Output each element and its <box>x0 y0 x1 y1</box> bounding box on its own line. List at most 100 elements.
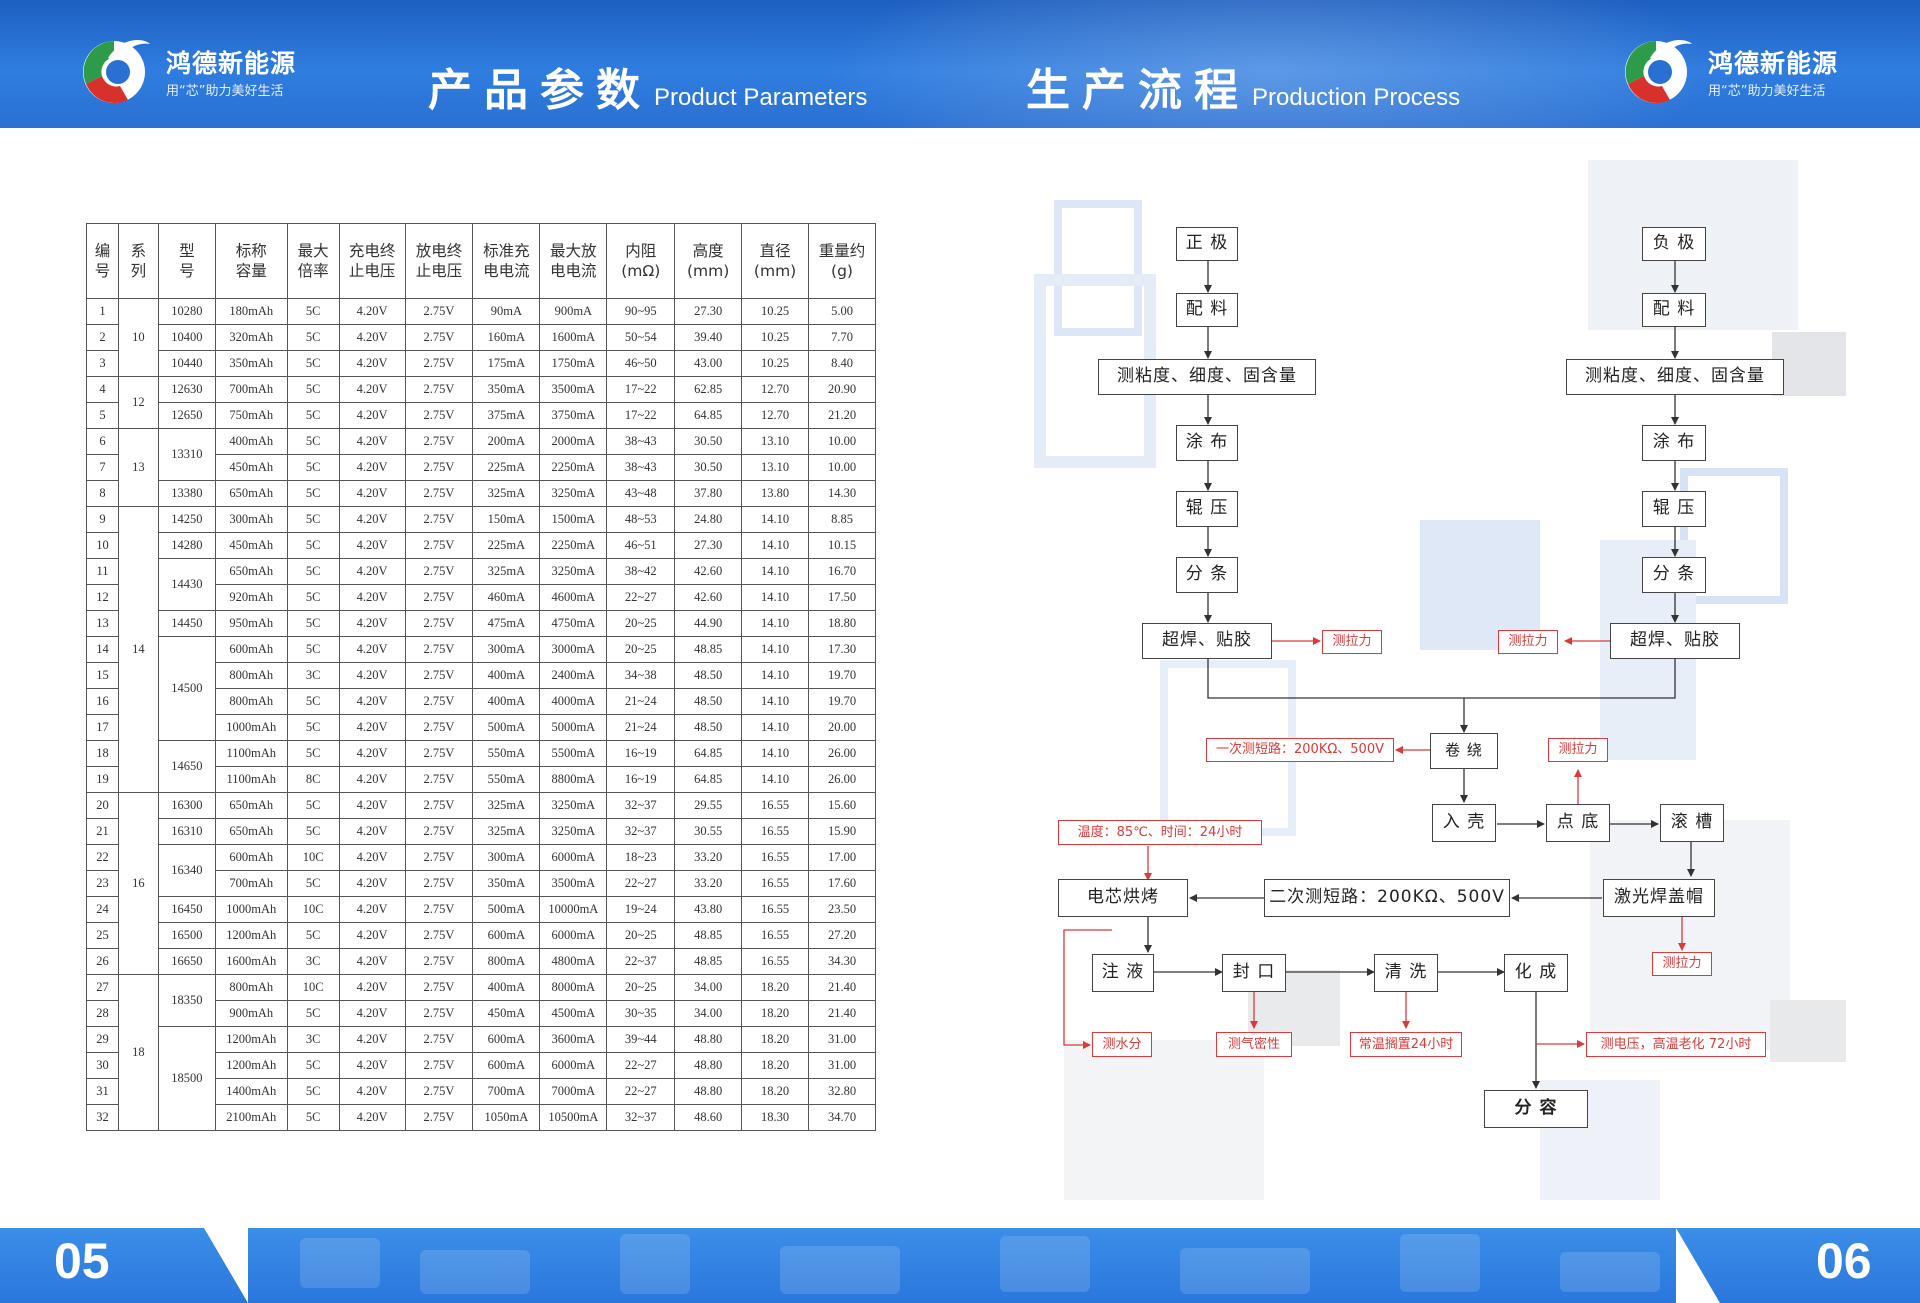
table-cell: 29 <box>86 1026 119 1053</box>
table-cell: 2.75V <box>404 662 474 689</box>
table-cell: 62.85 <box>674 376 743 403</box>
table-cell: 15.60 <box>808 792 876 819</box>
world-map-decoration <box>820 0 1720 128</box>
note-baking-condition: 温度：85℃、时间：24小时 <box>1058 820 1262 845</box>
table-cell: 8000mA <box>539 974 608 1001</box>
table-cell: 14 <box>117 506 159 793</box>
table-cell: 3750mA <box>539 402 608 429</box>
table-cell: 39.40 <box>674 324 743 351</box>
table-cell: 18 <box>86 740 119 767</box>
header-line: 列 <box>130 262 147 280</box>
table-cell: 5C <box>286 558 340 585</box>
table-cell: 325mA <box>472 792 541 819</box>
table-cell: 48.85 <box>674 636 743 663</box>
table-cell: 2.75V <box>404 1000 474 1027</box>
table-cell: 48.80 <box>674 1052 743 1079</box>
table-cell: 13 <box>117 428 159 507</box>
table-cell: 17~22 <box>606 376 676 403</box>
table-cell: 2250mA <box>539 532 608 559</box>
table-cell: 38~43 <box>606 454 676 481</box>
table-cell: 460mA <box>472 584 541 611</box>
table-cell: 5C <box>286 1052 340 1079</box>
table-cell: 20~25 <box>606 610 676 637</box>
table-cell: 325mA <box>472 480 541 507</box>
table-cell: 10.00 <box>808 454 876 481</box>
table-cell: 14.10 <box>741 714 810 741</box>
table-cell: 400mAh <box>214 428 288 455</box>
table-cell: 500mA <box>472 714 541 741</box>
table-cell: 20 <box>86 792 119 819</box>
table-cell: 8 <box>86 480 119 507</box>
table-cell: 7 <box>86 454 119 481</box>
table-cell: 1200mAh <box>214 1052 288 1079</box>
table-cell: 28 <box>86 1000 119 1027</box>
table-cell: 300mA <box>472 844 541 871</box>
table-cell: 26.00 <box>808 740 876 767</box>
header-banner: 鸿德新能源 用“芯”助力美好生活 产品参数Product Parameters … <box>0 0 1920 128</box>
table-cell: 23 <box>86 870 119 897</box>
table-cell: 450mA <box>472 1000 541 1027</box>
table-cell: 46~51 <box>606 532 676 559</box>
table-cell: 19.70 <box>808 662 876 689</box>
table-cell: 2.75V <box>404 532 474 559</box>
table-cell: 3250mA <box>539 558 608 585</box>
table-cell: 1200mAh <box>214 1026 288 1053</box>
table-cell: 10000mA <box>539 896 608 923</box>
table-cell: 5500mA <box>539 740 608 767</box>
table-cell: 30.50 <box>674 428 743 455</box>
header-cell: 系列 <box>117 223 159 299</box>
box-casing: 入 壳 <box>1432 804 1496 842</box>
table-cell: 22 <box>86 844 119 871</box>
table-cell: 14.10 <box>741 506 810 533</box>
note-first-short-test: 一次测短路：200KΩ、500V <box>1206 738 1394 762</box>
table-cell: 43.80 <box>674 896 743 923</box>
footer-banner <box>0 1228 1920 1303</box>
table-cell: 10.00 <box>808 428 876 455</box>
header-line: 最大放 <box>550 242 597 260</box>
table-cell: 5C <box>286 454 340 481</box>
table-cell: 30 <box>86 1052 119 1079</box>
table-cell: 16 <box>117 792 159 975</box>
table-cell: 10C <box>286 974 340 1001</box>
table-cell: 18.20 <box>741 1052 810 1079</box>
header-line: 号 <box>179 262 195 280</box>
table-cell: 900mA <box>539 298 608 325</box>
table-cell: 17.50 <box>808 584 876 611</box>
table-cell: 4600mA <box>539 584 608 611</box>
header-line: 直径 <box>759 242 791 260</box>
table-cell: 2.75V <box>404 610 474 637</box>
table-cell: 14650 <box>157 740 216 793</box>
table-cell: 64.85 <box>674 766 743 793</box>
table-cell: 3500mA <box>539 376 608 403</box>
note-room-temp-rest: 常温搁置24小时 <box>1350 1032 1462 1057</box>
table-cell: 600mA <box>472 922 541 949</box>
table-cell: 2.75V <box>404 1026 474 1053</box>
table-cell: 19 <box>86 766 119 793</box>
table-cell: 2 <box>86 324 119 351</box>
brand-name: 鸿德新能源 <box>1708 49 1839 78</box>
table-cell: 19~24 <box>606 896 676 923</box>
table-cell: 5C <box>286 298 340 325</box>
table-cell: 1200mAh <box>214 922 288 949</box>
header-line: (mm) <box>687 262 730 280</box>
header-line: 倍率 <box>297 262 329 280</box>
box-winding: 卷 绕 <box>1430 733 1498 769</box>
table-cell: 18500 <box>157 1026 216 1131</box>
table-cell: 2.75V <box>404 896 474 923</box>
table-cell: 5C <box>286 532 340 559</box>
table-cell: 4000mA <box>539 688 608 715</box>
box-electrolyte-injection: 注 液 <box>1092 954 1154 992</box>
table-cell: 14.10 <box>741 558 810 585</box>
table-cell: 22~27 <box>606 1078 676 1105</box>
note-spot-pull-test: 测拉力 <box>1548 738 1608 762</box>
table-cell: 320mAh <box>214 324 288 351</box>
table-cell: 21~24 <box>606 714 676 741</box>
table-cell: 16.70 <box>808 558 876 585</box>
